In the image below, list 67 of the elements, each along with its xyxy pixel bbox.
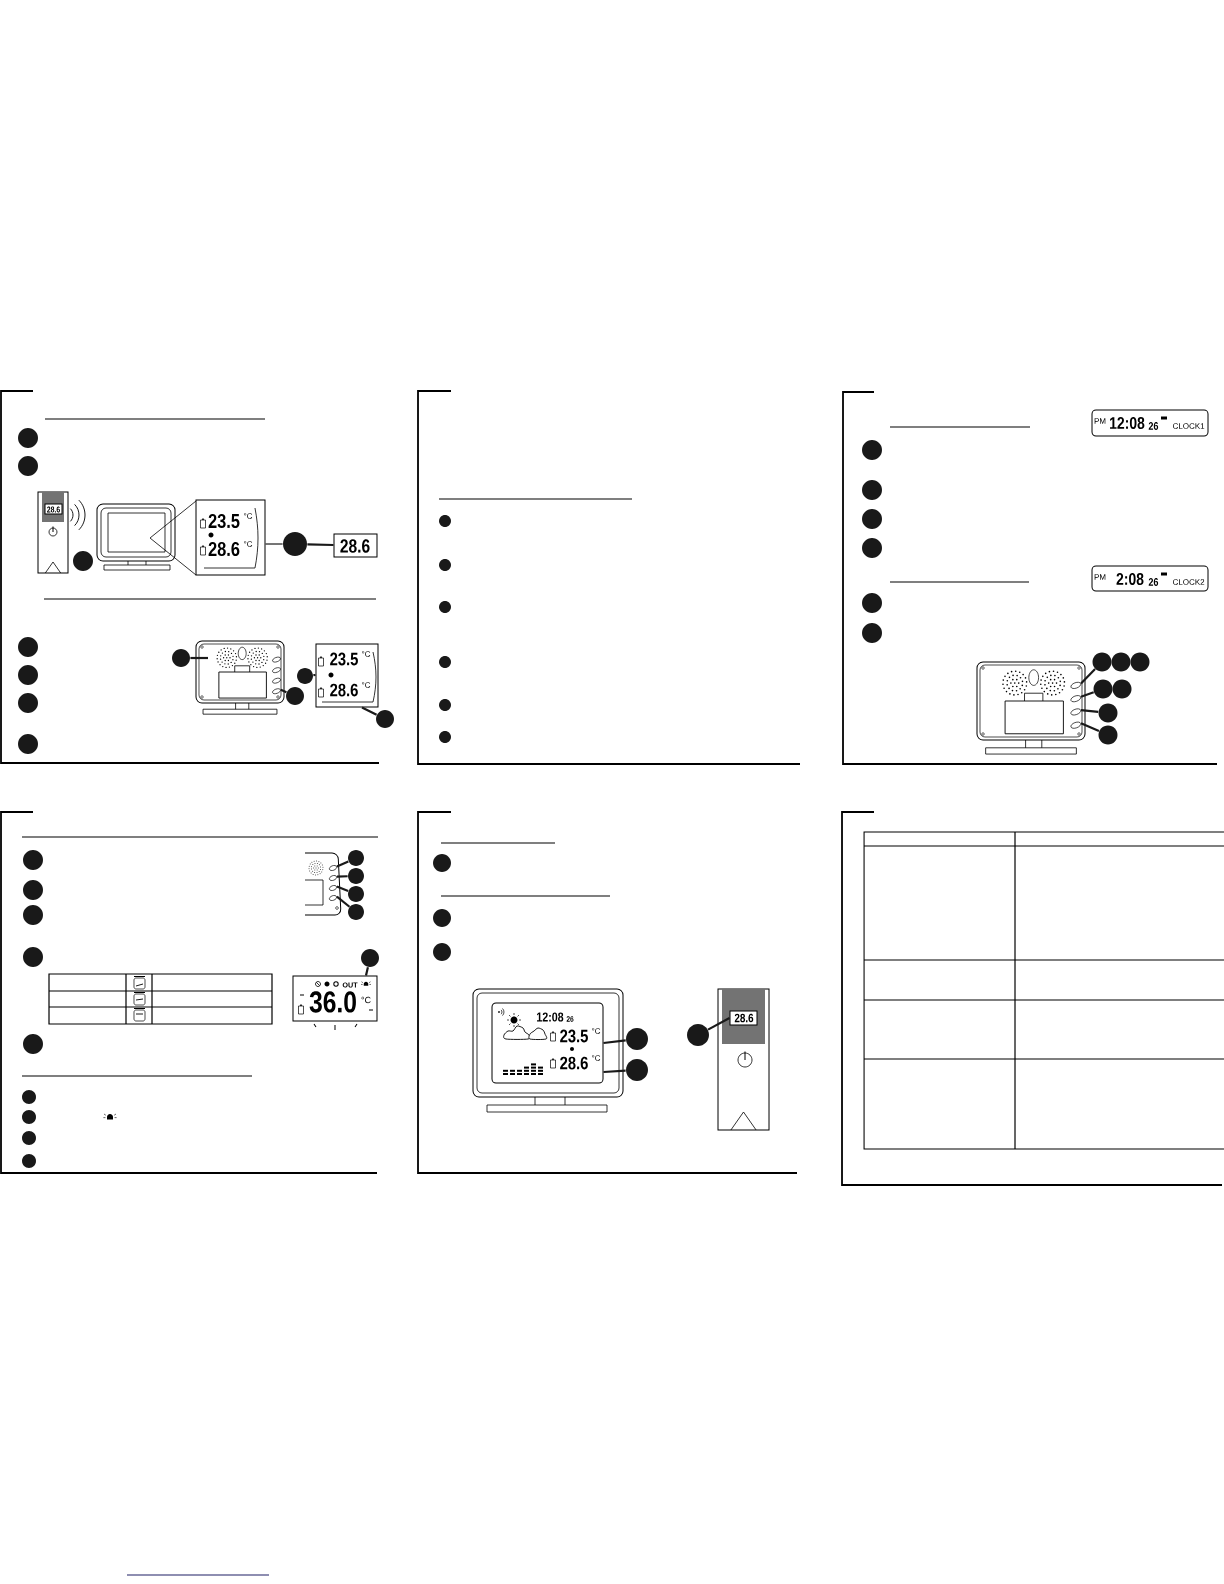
callout-circle: [1130, 652, 1150, 672]
leader-line: [361, 706, 378, 716]
bullet-circle: [18, 693, 38, 713]
bullet-circle: [23, 880, 43, 900]
lcd-display: PM 12:08 26 CLOCK1: [1091, 409, 1209, 437]
leader-line: [707, 1017, 731, 1031]
leader-line: [307, 543, 334, 547]
callout-circle: [1112, 679, 1132, 699]
bullet-circle: [862, 623, 882, 643]
leader-line: [336, 860, 349, 868]
leader-line: [190, 656, 208, 660]
callout-circle: [348, 904, 364, 920]
bullet-circle: [433, 909, 451, 927]
bullet-circle: [862, 480, 882, 500]
leader-line: [264, 543, 284, 545]
callout-circle: [172, 649, 190, 667]
bullet-circle: [433, 854, 451, 872]
bullet-circle: [18, 734, 38, 754]
lcd-screen: 12:08 26 23.5 °C 28.6 °C: [491, 1002, 604, 1084]
bullet-circle: [23, 850, 43, 870]
leader-line: [1080, 722, 1100, 733]
bullet-circle: [23, 1034, 43, 1054]
bullet-circle: [18, 665, 38, 685]
callout-circle: [1098, 703, 1118, 723]
callout-circle: [73, 551, 93, 571]
lcd-display: 28.6: [333, 533, 378, 558]
bullet-circle: [433, 943, 451, 961]
callout-circle: [286, 687, 304, 705]
callout-circle: [376, 710, 394, 728]
callout-circle: [1111, 652, 1131, 672]
callout-circle: [348, 868, 364, 884]
callout-circle: [1093, 679, 1113, 699]
callout-circle: [348, 850, 364, 866]
leader-line: [1080, 668, 1096, 685]
callout-circle: [626, 1059, 648, 1081]
lcd-screen: 28.6: [729, 1010, 758, 1026]
lcd-display: 23.5 °C 28.6 °C: [315, 643, 379, 708]
lcd-display: 23.5 °C 28.6 °C: [195, 499, 266, 576]
callout-circle: [1092, 652, 1112, 672]
leader-line: [313, 673, 316, 677]
bullet-circle: [23, 905, 43, 925]
callout-circle: [297, 668, 313, 684]
callout-circle: [283, 532, 307, 556]
callout-circle: [687, 1024, 709, 1046]
bullet-circle: [18, 428, 38, 448]
leader-line: [336, 875, 348, 878]
bullet-circle: [862, 593, 882, 613]
callout-circle: [626, 1028, 648, 1050]
bullet-circle: [862, 538, 882, 558]
leader-line: [603, 1039, 626, 1045]
leader-line: [336, 885, 349, 892]
bullet-circle: [18, 456, 38, 476]
leader-line: [1080, 691, 1095, 698]
leader-line: [364, 966, 369, 976]
bullet-circle: [23, 947, 43, 967]
lcd-screen: 28.6: [44, 503, 63, 515]
leader-line: [336, 895, 351, 908]
leader-line: [280, 688, 287, 694]
callout-circle: [348, 886, 364, 902]
bullet-circle: [862, 440, 882, 460]
lcd-display: PM 2:08 26 CLOCK2: [1091, 565, 1209, 592]
bullet-circle: [18, 637, 38, 657]
leader-line: [603, 1069, 626, 1074]
callout-circle: [361, 949, 379, 967]
leader-line: [1080, 708, 1099, 714]
callout-circle: [1098, 725, 1118, 745]
bullet-circle: [862, 509, 882, 529]
